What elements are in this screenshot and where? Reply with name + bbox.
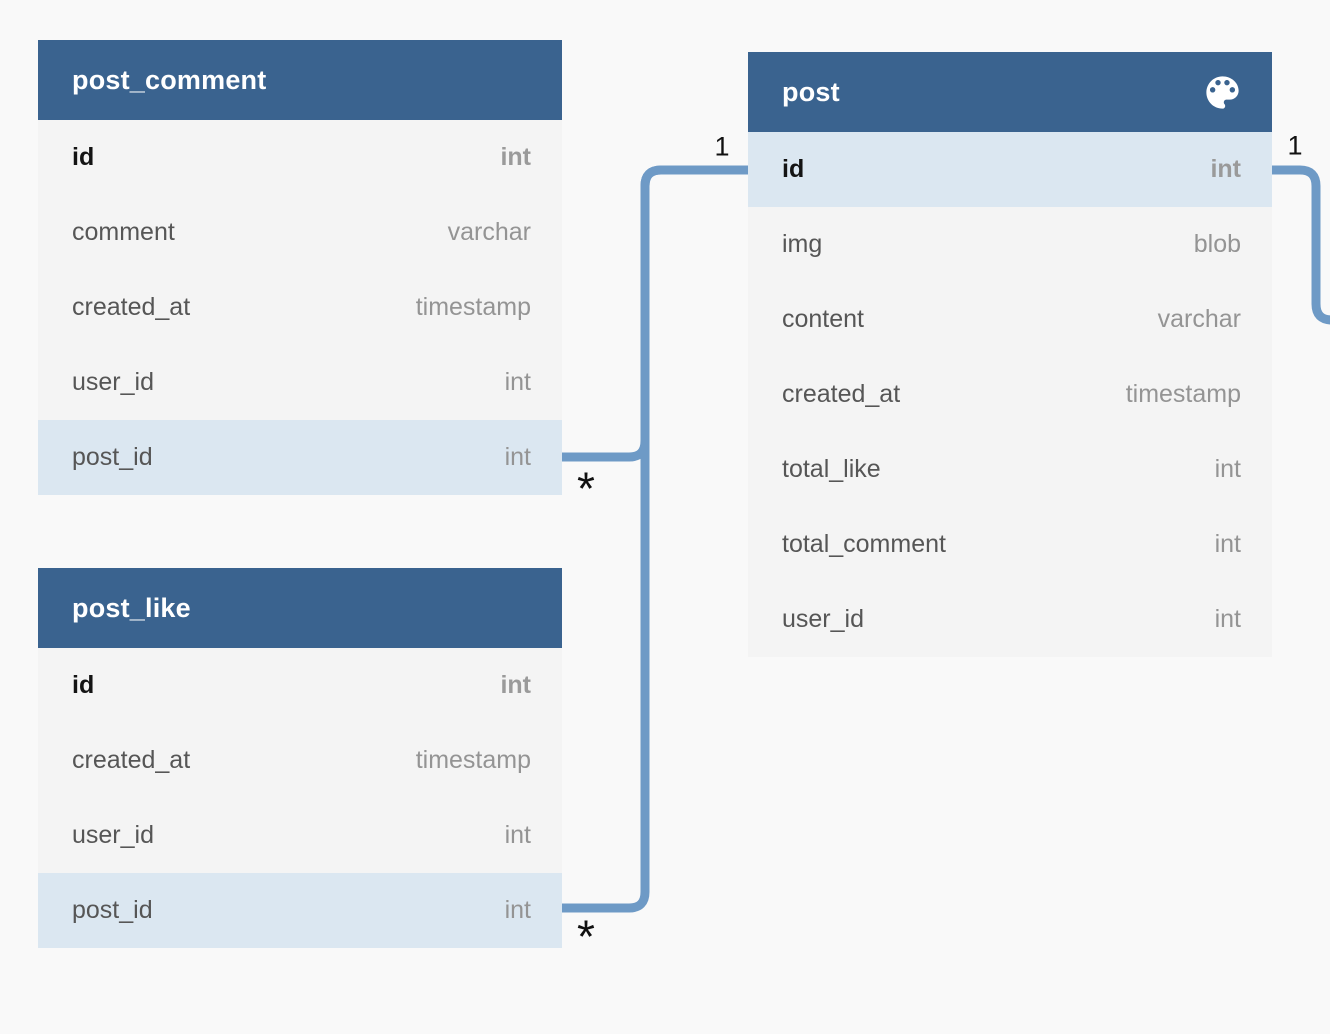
field-name: comment <box>72 218 175 246</box>
field-row-post_like-post_id[interactable]: post_id int <box>38 873 562 948</box>
field-row-post-user_id[interactable]: user_id int <box>748 582 1272 657</box>
table-header-post[interactable]: post <box>748 52 1272 132</box>
field-row-post_like-id[interactable]: id int <box>38 648 562 723</box>
table-header-post_comment[interactable]: post_comment <box>38 40 562 120</box>
field-row-post_comment-comment[interactable]: comment varchar <box>38 195 562 270</box>
field-type: int <box>500 671 531 699</box>
field-row-post_comment-id[interactable]: id int <box>38 120 562 195</box>
cardinality-label-one: 1 <box>714 131 730 162</box>
field-row-post-id[interactable]: id int <box>748 132 1272 207</box>
field-row-post-content[interactable]: content varchar <box>748 282 1272 357</box>
cardinality-label-many: * <box>577 462 595 515</box>
field-type: int <box>504 368 531 396</box>
field-type: int <box>1214 605 1241 633</box>
field-type: varchar <box>1157 305 1241 333</box>
field-name: created_at <box>782 380 901 408</box>
relationship-line-post_comment-post_id-to-post-id[interactable] <box>562 165 748 462</box>
field-row-post-img[interactable]: img blob <box>748 207 1272 282</box>
table-post[interactable]: post id int img blob content varchar created_at… <box>748 52 1272 657</box>
field-name: id <box>72 671 95 699</box>
field-row-post-total_like[interactable]: total_like int <box>748 432 1272 507</box>
field-type: int <box>1214 455 1241 483</box>
field-type: blob <box>1193 230 1241 258</box>
cardinality-label-one: 1 <box>1287 130 1303 161</box>
table-title: post_like <box>72 592 191 623</box>
field-row-post_like-user_id[interactable]: user_id int <box>38 798 562 873</box>
relationship-line-post-id-to-offscreen-right[interactable] <box>1272 165 1330 325</box>
cardinality-label-many: * <box>577 910 595 963</box>
table-header-post_like[interactable]: post_like <box>38 568 562 648</box>
field-name: content <box>782 305 865 333</box>
field-type: int <box>504 821 531 849</box>
palette-icon[interactable] <box>1201 71 1244 114</box>
field-type: int <box>1214 530 1241 558</box>
field-type: int <box>504 443 531 471</box>
field-name: user_id <box>72 821 154 849</box>
field-type: timestamp <box>1125 380 1241 408</box>
field-name: user_id <box>72 368 154 396</box>
field-type: int <box>1210 155 1241 183</box>
field-type: timestamp <box>415 746 531 774</box>
field-row-post-total_comment[interactable]: total_comment int <box>748 507 1272 582</box>
field-name: post_id <box>72 443 153 471</box>
field-name: id <box>72 143 95 171</box>
relationship-line-post_like-post_id-to-post-id[interactable] <box>562 165 748 913</box>
field-type: int <box>504 896 531 924</box>
field-type: int <box>500 143 531 171</box>
field-row-post_comment-post_id[interactable]: post_id int <box>38 420 562 495</box>
field-name: total_comment <box>782 530 946 558</box>
field-name: img <box>782 230 823 258</box>
field-row-post_comment-user_id[interactable]: user_id int <box>38 345 562 420</box>
field-type: timestamp <box>415 293 531 321</box>
field-type: varchar <box>447 218 531 246</box>
field-name: created_at <box>72 293 191 321</box>
field-name: total_like <box>782 455 881 483</box>
table-title: post_comment <box>72 64 267 95</box>
field-name: user_id <box>782 605 864 633</box>
field-row-post_like-created_at[interactable]: created_at timestamp <box>38 723 562 798</box>
field-row-post-created_at[interactable]: created_at timestamp <box>748 357 1272 432</box>
field-name: created_at <box>72 746 191 774</box>
field-name: post_id <box>72 896 153 924</box>
table-title: post <box>782 76 840 107</box>
field-name: id <box>782 155 805 183</box>
field-row-post_comment-created_at[interactable]: created_at timestamp <box>38 270 562 345</box>
